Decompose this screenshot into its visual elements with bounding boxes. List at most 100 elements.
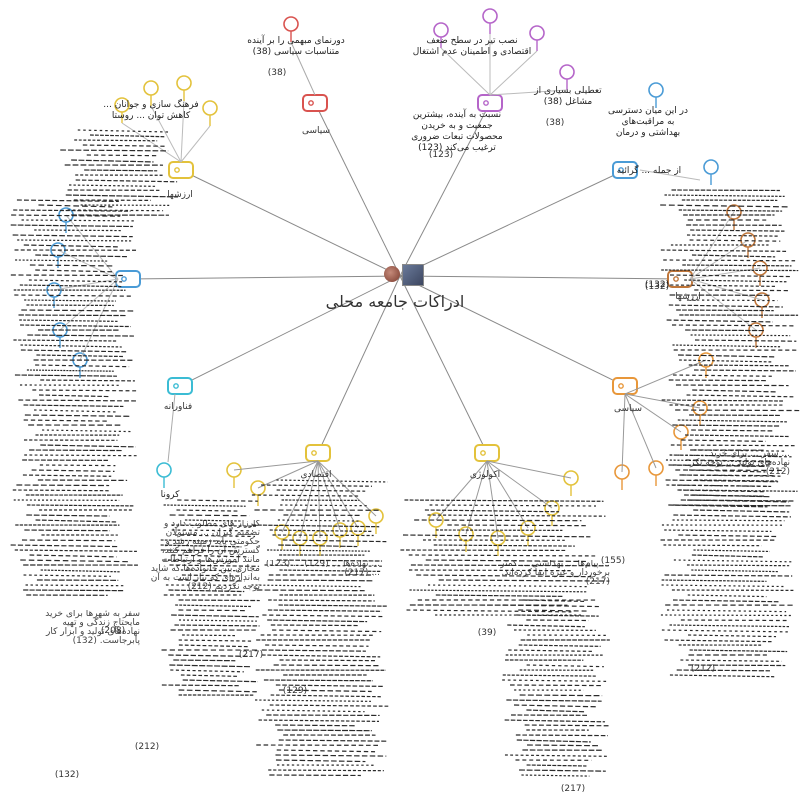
leaf-line-ecology-6 (486, 460, 572, 479)
leaf-line-mid-left-3 (53, 278, 119, 291)
leaf-line-economic-7 (317, 460, 359, 529)
note-health-b: از جمله ... گرائیه (616, 166, 682, 176)
category-label-siasi-top: سیاسی (301, 126, 331, 136)
branch-line-health (399, 169, 626, 277)
center-node-icon[interactable] (384, 266, 400, 282)
branch-line-mid-left (127, 275, 401, 280)
category-node-ecology[interactable] (474, 444, 500, 462)
central-topic-title[interactable]: ادراکات جامعه محلی (325, 292, 465, 311)
category-node-health[interactable] (612, 161, 638, 179)
count-129: (129) (282, 686, 308, 696)
text-scribble-bottom-right-top (400, 499, 610, 616)
count-212a: (212) (134, 742, 160, 752)
leaf-line-values-left-3 (180, 100, 185, 163)
leaf-line-political-right-5 (624, 359, 707, 395)
category-label-arzesh-right: ارزشها (675, 292, 701, 302)
leaf-line-economic-2 (257, 460, 319, 489)
text-mass-bottom-right: ... پیام‌ها ... بهداشتی ... کمتر برخوردا… (500, 560, 610, 587)
leaf-line-tech-1 (167, 393, 176, 463)
leaf-line-ecology-5 (486, 460, 553, 509)
note-top-purple-b: تعطیلی بسیاری از مشاغل (38) (534, 86, 602, 107)
text-scribble-bottom-right (502, 599, 610, 777)
note-top-purple-a: نصب تیر در سطح ضعف اقتصادی و اطمینان عدم… (412, 36, 532, 57)
branch-line-ecology (399, 275, 488, 454)
category-label-ecology: اکولوژی (469, 470, 501, 480)
leaf-line-purple-3 (489, 50, 538, 96)
text-scribble-left-lower (160, 499, 260, 696)
leaf-pin-political-top (283, 16, 299, 32)
note-right-count: (132) (644, 280, 670, 290)
leaf-line-political-right-1 (621, 393, 626, 473)
category-label-siasi-right: سیاسی (613, 404, 643, 414)
leaf-pin-values-left-3 (176, 75, 192, 91)
leaf-line-political-right-2 (624, 393, 657, 469)
leaf-line-economic-5 (317, 460, 321, 539)
text-scribble-bottom-mid (251, 479, 389, 777)
text-scribble-left-top (60, 129, 179, 216)
text-mass-left-b: سفر به شهرها برای خرید مایحتاج زندگی و ت… (45, 610, 140, 646)
branch-line-eghtesadi (317, 275, 401, 454)
leaf-pin-values-left-2 (143, 80, 159, 96)
branch-line-arzesh-right (399, 275, 681, 280)
leaf-line-economic-8 (317, 460, 377, 517)
note-top-political: دورنمای مبهمی را بر آینده متناسبات سیاسی… (247, 36, 345, 57)
category-node-siasi-top[interactable] (302, 94, 328, 112)
text-mass-right: ... سفر ... برای خرید ... نهاده‌های تولی… (690, 450, 790, 477)
leaf-line-ecology-2 (465, 460, 488, 535)
category-node-mid-left[interactable] (115, 270, 141, 288)
text-scribble-left-column (10, 199, 139, 596)
count-39: (39) (477, 628, 497, 638)
text-scribble-right-lower (660, 449, 794, 678)
count-208: (208) (100, 626, 126, 636)
category-label-eghtesadi: اقتصادی (300, 470, 332, 480)
note-top-purple-c: نسبت به آینده، بیشترین جمعیت و به خریدن … (411, 110, 503, 153)
count-132a: (132) (54, 770, 80, 780)
category-label-fanavarane: فناورانه (163, 402, 193, 412)
leaf-pin-health-1 (648, 82, 664, 98)
leaf-line-economic-1 (233, 460, 319, 471)
category-node-eghtesadi[interactable] (305, 444, 331, 462)
leaf-line-values-left-4 (180, 125, 211, 163)
leaf-line-political-right-3 (624, 393, 682, 433)
leaf-line-purple-1 (440, 47, 491, 96)
text-mass-left: کارزار های مطلوب دارد و تصمیم گیران ... … (150, 520, 260, 592)
text-scribble-right-column (660, 189, 800, 508)
leaf-pin-tech-1 (156, 462, 172, 478)
category-node-siasi-right[interactable] (612, 377, 638, 395)
branch-line-top-purple (399, 102, 491, 277)
leaf-line-values-left-1 (121, 122, 182, 163)
leaf-line-health-2 (639, 169, 701, 181)
leaf-line-political-top (290, 41, 316, 96)
text-mass-bottom-mid: ... نهاده‌ها ... (129) ... (123) ... (21… (265, 560, 380, 578)
category-label-arzesh-left: ارزشها (167, 190, 193, 200)
count-212b: (212) (690, 664, 716, 674)
category-node-fanavarane[interactable] (167, 377, 193, 395)
category-node-top-purple[interactable] (477, 94, 503, 112)
leaf-line-political-right-4 (624, 393, 701, 409)
branch-line-arzesh-left (180, 169, 401, 277)
leaf-line-values-left-2 (150, 105, 182, 163)
note-health-a: در این میان دسترسی به مراقبت‌های بهداشتی… (608, 106, 688, 138)
leaf-line-values-right-2 (689, 239, 749, 280)
leaf-line-ecology-4 (486, 460, 529, 529)
branch-line-siasi-top (314, 102, 401, 277)
leaf-pin-values-left-4 (202, 100, 218, 116)
center-node-image (402, 264, 424, 286)
leaf-pin-purple-3 (529, 25, 545, 41)
category-node-arzesh-left[interactable] (168, 161, 194, 179)
leaf-line-values-right-5 (689, 278, 757, 331)
note-left-top: فرهنگ سازی و جوانان ... کاهش توان ... رو… (103, 100, 199, 121)
note-corona: کرونا (160, 490, 180, 500)
leaf-line-purple-4 (489, 89, 568, 96)
branch-line-siasi-right (399, 275, 626, 387)
leaf-line-values-right-4 (689, 278, 763, 301)
count-123: (123) (428, 150, 454, 160)
count-155: (155) (600, 556, 626, 566)
leaf-line-mid-left-2 (57, 249, 119, 280)
count-38b: (38) (545, 118, 565, 128)
count-217a: (217) (238, 650, 264, 660)
branch-line-fanavarane (179, 275, 401, 387)
count-38a: (38) (267, 68, 287, 78)
